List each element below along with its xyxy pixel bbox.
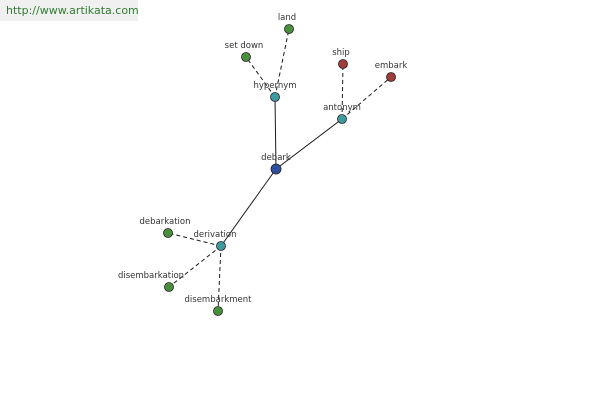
word-node-debarkation-label: debarkation xyxy=(140,217,191,227)
word-node-ship[interactable]: ship xyxy=(332,48,350,69)
word-node-disembarkation-dot[interactable] xyxy=(164,282,174,292)
relation-node-antonym-dot[interactable] xyxy=(337,114,347,124)
word-node-ship-label: ship xyxy=(332,48,350,58)
relation-node-derivation[interactable]: derivation xyxy=(193,230,237,251)
word-node-set-down[interactable]: set down xyxy=(225,41,264,62)
word-node-land-dot[interactable] xyxy=(284,24,294,34)
edge-hypernym-set-down xyxy=(245,56,276,98)
edge-derivation-debarkation xyxy=(167,232,222,247)
word-node-embark-dot[interactable] xyxy=(386,72,396,82)
word-node-disembarkment-label: disembarkment xyxy=(185,295,253,305)
word-node-disembarkment-dot[interactable] xyxy=(213,306,223,316)
edge-center-derivation xyxy=(220,168,277,247)
word-node-embark[interactable]: embark xyxy=(375,61,408,82)
edge-center-hypernym xyxy=(274,96,277,170)
relation-node-derivation-dot[interactable] xyxy=(216,241,226,251)
word-node-debarkation[interactable]: debarkation xyxy=(140,217,191,238)
relation-node-antonym-label: antonym xyxy=(323,103,361,113)
word-node-disembarkment[interactable]: disembarkment xyxy=(185,295,253,316)
word-node-land[interactable]: land xyxy=(278,13,296,34)
word-node-ship-dot[interactable] xyxy=(338,59,348,69)
word-node-set-down-dot[interactable] xyxy=(241,52,251,62)
edge-center-antonym xyxy=(275,118,343,170)
graph-edges xyxy=(167,28,392,312)
center-node-debark-label: debark xyxy=(261,153,291,163)
edge-antonym-ship xyxy=(341,63,344,120)
center-node-debark[interactable]: debark xyxy=(261,153,291,175)
edge-antonym-embark xyxy=(341,76,392,120)
relation-node-hypernym-label: hypernym xyxy=(253,81,296,91)
word-node-set-down-label: set down xyxy=(225,41,264,51)
relation-node-derivation-label: derivation xyxy=(193,230,236,240)
word-node-disembarkation-label: disembarkation xyxy=(118,271,184,281)
center-node-debark-dot[interactable] xyxy=(270,163,282,175)
source-url[interactable]: http://www.artikata.com xyxy=(0,0,139,21)
relation-node-hypernym-dot[interactable] xyxy=(270,92,280,102)
word-node-debarkation-dot[interactable] xyxy=(163,228,173,238)
word-node-land-label: land xyxy=(278,13,296,23)
relation-node-hypernym[interactable]: hypernym xyxy=(253,81,297,102)
word-node-disembarkation[interactable]: disembarkation xyxy=(118,271,184,292)
graph-nodes: land set down ship embark debarkation disemba… xyxy=(118,13,407,316)
edge-derivation-disembarkment xyxy=(217,245,222,312)
edge-hypernym-land xyxy=(274,28,290,98)
relation-node-antonym[interactable]: antonym xyxy=(323,103,361,124)
word-node-embark-label: embark xyxy=(375,61,408,71)
